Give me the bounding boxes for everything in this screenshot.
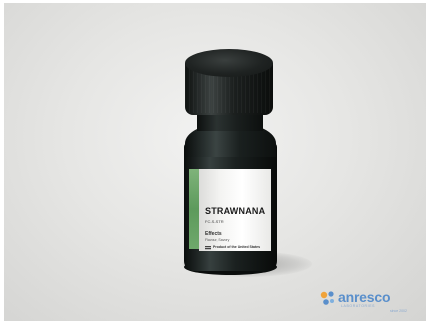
bottle-cap-top <box>185 49 273 77</box>
label-color-stripe <box>189 169 199 249</box>
logo-dots-icon <box>320 291 334 305</box>
bottle-neck <box>197 111 263 131</box>
product-subcategory: Flavour, Savory <box>205 238 230 242</box>
logo-since: since 2002 <box>390 309 407 313</box>
product-photo: STRAWNANA FC-S-STR Effects Flavour, Savo… <box>4 3 426 321</box>
product-origin: Product of the United States <box>213 245 261 249</box>
flag-icon <box>205 246 211 250</box>
product-category: Effects <box>205 231 222 237</box>
logo-wordmark: anresco <box>338 289 391 305</box>
bottle-label <box>199 169 271 251</box>
logo-tagline: LABORATORIES <box>341 304 376 308</box>
product-name: STRAWNANA <box>205 206 266 216</box>
product-code: FC-S-STR <box>205 219 224 224</box>
